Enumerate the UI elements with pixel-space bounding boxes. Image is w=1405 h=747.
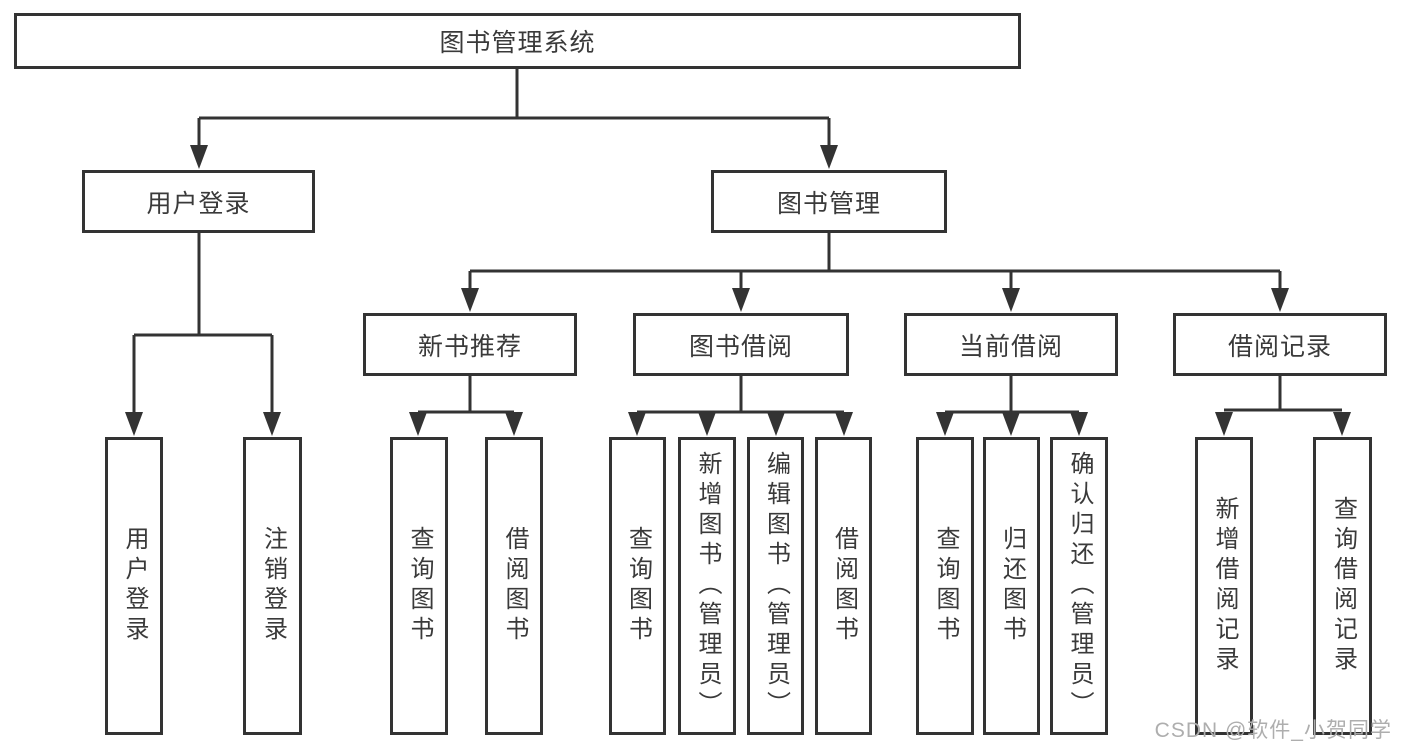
leaf-query-books-2: 查询图书 <box>609 437 666 735</box>
leaf-query-books-1-label: 查询图书 <box>406 526 433 646</box>
leaf-query-books-1: 查询图书 <box>390 437 448 735</box>
arrowhead <box>835 412 853 436</box>
leaf-add-books-admin-label: 新增图书（管理员） <box>694 451 721 721</box>
arrowhead <box>505 412 523 436</box>
leaf-query-books-3: 查询图书 <box>916 437 974 735</box>
node-user-login: 用户登录 <box>82 170 315 233</box>
connector-borrow-records <box>1224 376 1342 412</box>
leaf-borrow-books-1: 借阅图书 <box>485 437 543 735</box>
connector-user-login <box>132 233 274 413</box>
arrowhead <box>461 288 479 312</box>
connector-book-management <box>468 233 1282 289</box>
arrowhead <box>263 412 281 436</box>
leaf-query-books-2-label: 查询图书 <box>624 526 652 646</box>
leaf-add-books-admin: 新增图书（管理员） <box>678 437 736 735</box>
arrowhead <box>1070 412 1088 436</box>
node-current-borrow-label: 当前借阅 <box>958 332 1063 361</box>
leaf-return-books: 归还图书 <box>983 437 1040 735</box>
node-user-login-label: 用户登录 <box>146 189 251 218</box>
csdn-watermark: CSDN @软件_小贺同学 <box>1154 719 1392 742</box>
arrowhead <box>190 145 208 169</box>
node-book-borrow-label: 图书借阅 <box>688 332 793 361</box>
node-book-borrow: 图书借阅 <box>633 313 849 376</box>
leaf-confirm-return-admin: 确认归还（管理员） <box>1050 437 1108 735</box>
connector-current-borrow <box>945 376 1079 414</box>
leaf-logout: 注销登录 <box>243 437 302 735</box>
node-root-label: 图书管理系统 <box>439 29 596 57</box>
arrowhead <box>125 412 143 436</box>
connector-new-books <box>418 376 514 414</box>
leaf-borrow-books-2: 借阅图书 <box>815 437 872 735</box>
node-root: 图书管理系统 <box>14 13 1021 69</box>
arrowhead <box>732 288 750 312</box>
arrowhead <box>698 412 716 436</box>
node-new-books: 新书推荐 <box>363 313 577 376</box>
leaf-return-books-label: 归还图书 <box>998 526 1026 646</box>
arrowhead <box>767 412 785 436</box>
arrowhead <box>1002 412 1020 436</box>
node-new-books-label: 新书推荐 <box>417 332 522 361</box>
leaf-borrow-books-2-label: 借阅图书 <box>830 526 858 646</box>
node-book-management: 图书管理 <box>711 170 947 233</box>
arrowhead <box>1271 288 1289 312</box>
arrowhead <box>1002 288 1020 312</box>
leaf-edit-books-admin-label: 编辑图书（管理员） <box>762 451 790 721</box>
arrowhead <box>1215 412 1233 436</box>
leaf-user-login-label: 用户登录 <box>121 526 148 646</box>
leaf-confirm-return-admin-label: 确认归还（管理员） <box>1066 451 1093 721</box>
leaf-query-books-3-label: 查询图书 <box>932 526 959 646</box>
arrowhead <box>1333 412 1351 436</box>
leaf-borrow-books-1-label: 借阅图书 <box>501 526 528 646</box>
leaf-query-borrow-record-label: 查询借阅记录 <box>1329 496 1357 676</box>
arrowhead <box>409 412 427 436</box>
leaf-add-borrow-record-label: 新增借阅记录 <box>1211 496 1238 676</box>
arrowhead <box>936 412 954 436</box>
connector-book-borrow <box>637 376 844 414</box>
node-borrow-records: 借阅记录 <box>1173 313 1387 376</box>
node-book-management-label: 图书管理 <box>776 189 881 218</box>
connector-root <box>197 69 831 146</box>
leaf-edit-books-admin: 编辑图书（管理员） <box>747 437 804 735</box>
arrowhead <box>628 412 646 436</box>
leaf-add-borrow-record: 新增借阅记录 <box>1195 437 1253 735</box>
node-borrow-records-label: 借阅记录 <box>1227 332 1332 361</box>
arrowhead <box>820 145 838 169</box>
leaf-user-login: 用户登录 <box>105 437 163 735</box>
node-current-borrow: 当前借阅 <box>904 313 1118 376</box>
leaf-logout-label: 注销登录 <box>259 526 287 646</box>
leaf-query-borrow-record: 查询借阅记录 <box>1313 437 1372 735</box>
